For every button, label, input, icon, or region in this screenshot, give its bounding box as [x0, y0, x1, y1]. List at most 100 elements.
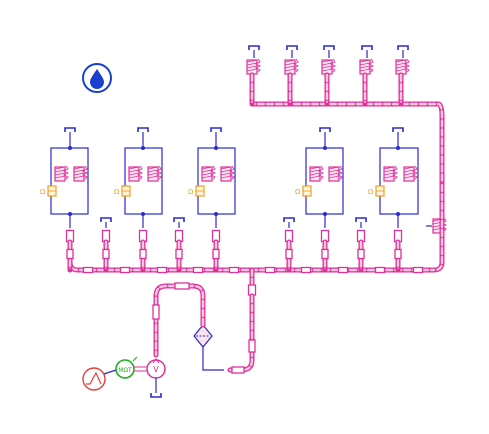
- motor-label: MΩT: [118, 367, 132, 374]
- manifold-junction-3: [141, 268, 145, 272]
- choke-1-label: Ω: [40, 188, 46, 196]
- manifold-segment-10: [412, 266, 424, 274]
- top-relief-valve-4-hatch: [359, 62, 371, 66]
- branch-inline-fitting-1: [66, 248, 74, 260]
- group-relief-b-5-hatch: [403, 166, 415, 170]
- drive-unit: V MΩT: [82, 356, 166, 398]
- right-riser-pipe-inner: [432, 183, 444, 272]
- group-relief-a-3-hatch: [201, 166, 213, 170]
- top-relief-valve-3-hatch: [321, 59, 333, 63]
- group-relief-a-4: [309, 165, 325, 182]
- top-tank-1-shape: [248, 45, 260, 50]
- group-relief-a-3-spring: [209, 165, 217, 180]
- supply-return-pipe-outer: [227, 293, 255, 373]
- top-relief-valve-4-hatch: [359, 68, 371, 72]
- top-relief-valve-3-hatch: [321, 65, 333, 69]
- group-relief-b-2-hatch: [147, 169, 159, 173]
- branch-tank-4: [355, 217, 367, 222]
- motor-icon: MΩT: [115, 356, 138, 379]
- choke-2: Ω: [114, 185, 131, 197]
- top-collector-pipe: [249, 89, 445, 188]
- manifold-segment-7: [300, 266, 312, 274]
- manifold-junction-5: [214, 268, 218, 272]
- top-relief-valve-3-hatch: [321, 68, 333, 72]
- group-tank-4: [319, 127, 331, 132]
- branch-tank-3: [283, 217, 295, 222]
- group-tank-3-shape: [210, 127, 222, 132]
- manifold-junction-4: [177, 268, 181, 272]
- pump-outlet-fitting: [174, 282, 190, 290]
- top-collector-pipe-inner: [250, 90, 444, 187]
- tank-icon-shape: [150, 393, 162, 398]
- manifold-segment-8: [337, 266, 349, 274]
- supply-horizontal-fitting: [231, 366, 245, 374]
- top-relief-valve-1-hatch: [246, 65, 258, 69]
- group-tank-5-shape: [392, 127, 404, 132]
- ramp-signal-icon: [82, 367, 106, 391]
- choke-2-label: Ω: [114, 188, 120, 196]
- choke-5: Ω: [368, 185, 385, 197]
- group-relief-b-4-spring: [336, 165, 344, 180]
- branch-inline-fitting-6: [285, 248, 293, 260]
- pump-outlet-vertical-fitting: [152, 304, 160, 320]
- branch-inline-fitting-3: [139, 248, 147, 260]
- group-relief-a-5-hatch: [383, 169, 395, 173]
- group-tank-5: [392, 127, 404, 132]
- manifold-segment-3: [156, 266, 168, 274]
- group-relief-a-1-hatch: [54, 175, 66, 179]
- group-tank-3: [210, 127, 222, 132]
- pump-label: V: [153, 365, 159, 374]
- top-junction-3: [325, 102, 329, 106]
- top-relief-valve-2-hatch: [284, 62, 296, 66]
- top-relief-valve-5-hatch: [395, 65, 407, 69]
- choke-1: Ω: [40, 185, 57, 197]
- branch-inline-fitting-4: [175, 248, 183, 260]
- filter-out-wire: [202, 343, 224, 371]
- motor-tick: [132, 356, 138, 362]
- top-relief-valve-2-hatch: [284, 59, 296, 63]
- group-relief-b-1-spring: [81, 165, 89, 180]
- group-relief-a-2-spring: [136, 165, 144, 180]
- top-relief-valve-2-hatch: [284, 65, 296, 69]
- group-relief-a-2-hatch: [128, 169, 140, 173]
- manifold-junction-6: [287, 268, 291, 272]
- group-relief-b-1: [73, 165, 89, 182]
- actuator-group-5: Ω: [368, 127, 419, 228]
- manifold-pipe-outer: [67, 229, 437, 273]
- actuator-group-1: Ω: [40, 127, 89, 228]
- top-relief-valve-3: [321, 58, 337, 75]
- group-tank-4-shape: [319, 127, 331, 132]
- manifold-segment-5: [228, 266, 240, 274]
- branch-inline-fitting-7: [321, 248, 329, 260]
- group-relief-b-1-hatch: [73, 175, 85, 179]
- group-relief-a-3-hatch: [201, 175, 213, 179]
- group-relief-b-2-spring: [155, 165, 163, 180]
- group-relief-b-4-hatch: [328, 175, 340, 179]
- branch-inline-fitting-5: [212, 248, 220, 260]
- top-relief-valve-4-spring: [367, 58, 375, 73]
- manifold-segment-9: [374, 266, 386, 274]
- pump-outlet-pipe-inner: [154, 284, 205, 357]
- top-junction-4: [363, 102, 367, 106]
- group-tank-2-shape: [137, 127, 149, 132]
- top-tank-3: [323, 45, 335, 50]
- choke-4: Ω: [295, 185, 312, 197]
- group-relief-a-3: [201, 165, 217, 182]
- filter-icon: [193, 324, 213, 348]
- top-tank-2: [286, 45, 298, 50]
- group-relief-a-2-hatch: [128, 172, 140, 176]
- pump-arrow: [152, 358, 160, 364]
- group-relief-b-1-hatch: [73, 172, 85, 176]
- group-relief-b-5-hatch: [403, 175, 415, 179]
- top-relief-valve-1: [246, 58, 262, 75]
- group-relief-a-2: [128, 165, 144, 182]
- branch-tank-1: [100, 217, 112, 222]
- manifold-junction-9: [396, 268, 400, 272]
- branch-tank-2-shape: [173, 217, 185, 222]
- top-relief-valve-2-spring: [292, 58, 300, 73]
- supply-return-fitting: [248, 339, 256, 353]
- group-tank-1: [64, 127, 76, 132]
- top-junction-2: [288, 102, 292, 106]
